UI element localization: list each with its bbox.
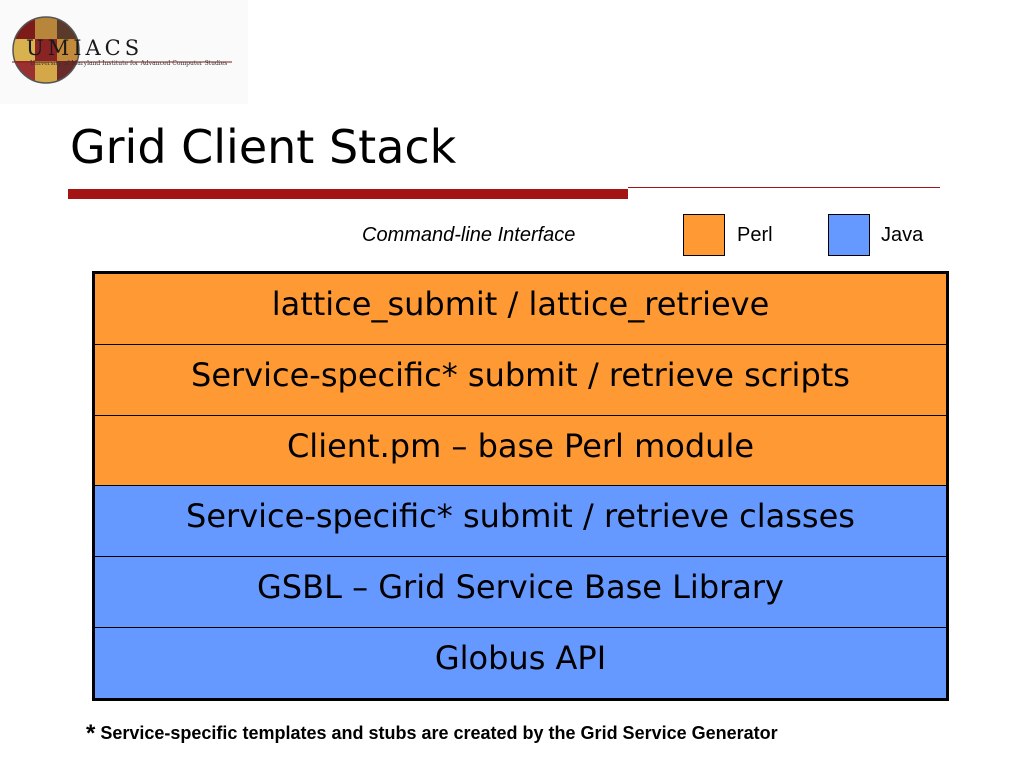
stack-layer-gsbl: GSBL – Grid Service Base Library — [95, 557, 946, 629]
legend-label-java: Java — [881, 224, 924, 246]
stack-layer-globus-api: Globus API — [95, 628, 946, 698]
legend-swatch-perl — [683, 214, 725, 256]
legend-swatch-java — [828, 214, 870, 256]
footnote-marker: * — [86, 720, 96, 747]
stack-layer-service-classes: Service-specific* submit / retrieve clas… — [95, 486, 946, 558]
footnote: * Service-specific templates and stubs a… — [86, 718, 778, 747]
logo-globe-graphic — [12, 16, 232, 84]
stack-layer-service-scripts: Service-specific* submit / retrieve scri… — [95, 344, 946, 416]
title-underline-thin — [628, 187, 940, 188]
legend-interface-label: Command-line Interface — [362, 224, 576, 246]
umiacs-logo: UMIACS University of Maryland Institute … — [0, 0, 248, 104]
stack-layer-lattice-scripts: lattice_submit / lattice_retrieve — [95, 274, 946, 345]
logo-subtitle: University of Maryland Institute for Adv… — [30, 60, 228, 67]
footnote-text: Service-specific templates and stubs are… — [100, 723, 778, 743]
title-underline-thick — [68, 189, 628, 199]
stack-layer-client-pm: Client.pm – base Perl module — [95, 415, 946, 487]
legend-label-perl: Perl — [737, 224, 773, 246]
client-stack: lattice_submit / lattice_retrieve Servic… — [92, 271, 949, 701]
logo-wordmark: UMIACS — [26, 36, 144, 60]
slide-title: Grid Client Stack — [70, 120, 457, 174]
